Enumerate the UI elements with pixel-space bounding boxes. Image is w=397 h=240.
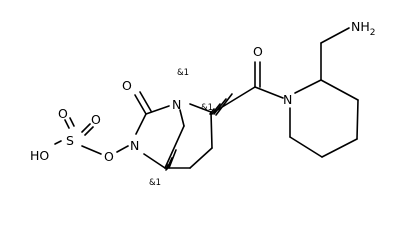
bond-s-o2b — [84, 126, 94, 136]
atom-ester-oxygen: O — [104, 149, 114, 164]
stereo-label-bridgehead-c: &1 — [149, 178, 161, 188]
bond-ho-s — [54, 140, 62, 145]
bond-n6-c7 — [135, 113, 147, 135]
molecule-structure: HO S O O O N O N O N NH2 &1 &1 &1 — [30, 19, 375, 188]
atom-sulfonyl-oxygen-2: O — [91, 112, 101, 127]
bond-pip-c3-c4 — [356, 99, 359, 140]
atom-bridgehead-nitrogen: N — [172, 97, 181, 112]
bond-ch2-nh2 — [320, 27, 350, 44]
atom-amine: NH2 — [351, 19, 375, 38]
bond-s-ester-o — [81, 145, 102, 155]
bond-c2-c3 — [210, 111, 213, 149]
bond-pip-n-c2 — [294, 79, 322, 94]
atom-piperidine-nitrogen: N — [283, 92, 292, 107]
bond-c2-camide — [213, 86, 256, 113]
bond-c7-n1 — [145, 105, 170, 115]
hashed-bond-c5 — [165, 149, 177, 171]
bond-pip-c4-c5 — [321, 138, 358, 158]
bond-c5-bridge — [164, 125, 185, 169]
bond-s-o2a — [81, 123, 91, 133]
bond-n6-c5 — [143, 153, 166, 169]
bond-ester-o-n6 — [116, 145, 129, 153]
atom-ring-carbonyl-oxygen: O — [122, 78, 132, 93]
bond-camide-n — [254, 86, 284, 99]
atom-nitrogen-6: N — [130, 138, 139, 153]
bond-bridge-n1 — [179, 109, 185, 127]
bond-c7-o-a — [134, 94, 147, 115]
atom-amide-oxygen: O — [253, 44, 263, 59]
bond-c3-c4 — [189, 147, 213, 169]
bond-pip-c2-c3 — [320, 79, 359, 101]
bond-s-o1b — [69, 117, 75, 127]
atom-sulfur: S — [66, 133, 74, 148]
bond-pip-c5-c6 — [289, 136, 323, 158]
bond-n1-c2 — [189, 103, 212, 113]
atom-hydroxyl: HO — [30, 148, 49, 163]
atom-sulfonyl-oxygen-1: O — [58, 106, 68, 121]
bond-s-o1a — [64, 119, 70, 129]
stereo-label-bridgehead-n: &1 — [177, 68, 189, 78]
bond-c7-o-b — [139, 91, 152, 112]
stereo-label-alpha-carbon: &1 — [201, 103, 213, 113]
